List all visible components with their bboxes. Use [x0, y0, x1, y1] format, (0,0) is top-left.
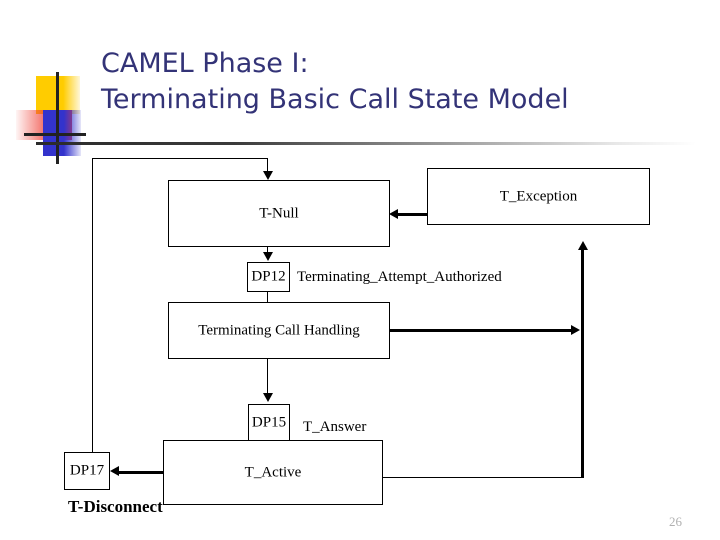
- event-label-t-answer: T_Answer: [303, 419, 367, 435]
- logo-vertical-rule: [56, 72, 59, 164]
- detection-point-box-dp17[interactable]: DP17: [64, 452, 110, 490]
- decorative-logo: [16, 72, 86, 164]
- arrow-tch-to-right-bus: [571, 325, 580, 335]
- connector-tch-to-right-bus: [390, 329, 573, 332]
- connector-tch-to-dp15: [267, 359, 269, 395]
- detection-point-box-dp12[interactable]: DP12: [247, 262, 290, 292]
- connector-t-active-to-right-bus: [383, 477, 583, 479]
- arrow-tch-to-dp15: [263, 393, 273, 402]
- connector-tnull-to-dp12: [267, 247, 269, 253]
- state-label-t-null: T-Null: [259, 205, 299, 221]
- connector-t-exception-to-t-null: [393, 213, 427, 216]
- state-box-t-exception[interactable]: T_Exception: [427, 168, 650, 225]
- detection-point-label-dp17: DP17: [69, 462, 105, 479]
- state-label-t-active: T_Active: [244, 464, 302, 480]
- logo-horizontal-rule: [24, 133, 86, 136]
- detection-point-label-dp12: DP12: [251, 268, 286, 285]
- state-label-terminating-call-handling: Terminating Call Handling: [198, 322, 360, 338]
- arrow-tnull-to-dp12: [263, 252, 273, 261]
- slide-title: CAMEL Phase I: Terminating Basic Call St…: [101, 48, 569, 115]
- connector-right-bus: [581, 250, 584, 478]
- state-label-t-exception: T_Exception: [499, 188, 578, 204]
- connector-entry-drop: [267, 158, 269, 172]
- detection-point-box-dp15[interactable]: DP15: [248, 404, 290, 441]
- connector-left-bus: [92, 158, 94, 454]
- title-divider: [36, 142, 696, 145]
- state-box-t-null[interactable]: T-Null: [168, 180, 390, 247]
- state-box-t-active[interactable]: T_Active: [163, 440, 383, 505]
- event-label-t-disconnect: T-Disconnect: [68, 497, 163, 516]
- connector-entry-top: [92, 158, 268, 160]
- arrow-t-exception-to-t-null: [389, 209, 398, 219]
- event-label-terminating-attempt-authorized: Terminating_Attempt_Authorized: [297, 269, 502, 285]
- detection-point-label-dp15: DP15: [251, 414, 287, 430]
- arrow-right-bus-to-t-exception: [578, 241, 588, 250]
- arrow-entry-into-t-null: [263, 171, 273, 180]
- state-box-terminating-call-handling[interactable]: Terminating Call Handling: [168, 302, 390, 359]
- connector-t-active-to-dp17: [118, 471, 164, 474]
- arrow-t-active-to-dp17: [110, 466, 119, 476]
- page-number: 26: [669, 514, 682, 529]
- connector-dp12-to-tch: [267, 292, 269, 302]
